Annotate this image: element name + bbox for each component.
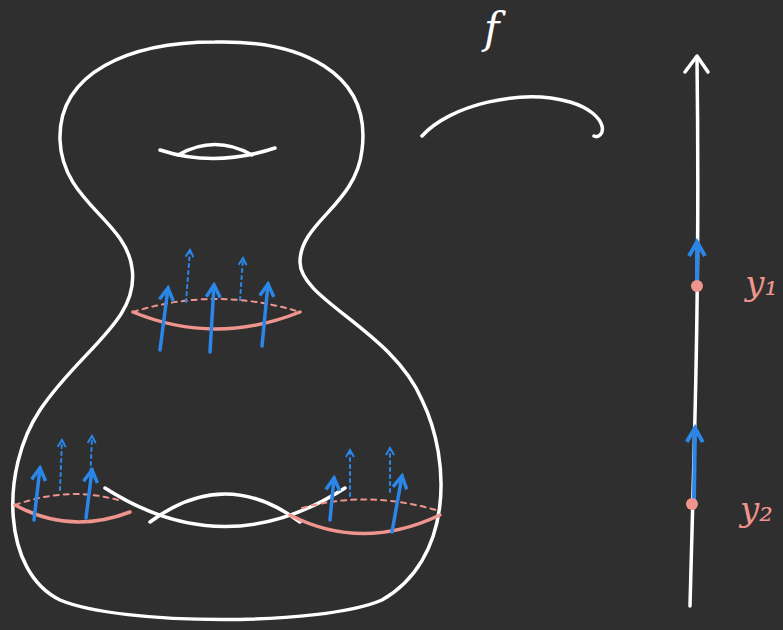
gradient-arrow — [695, 242, 699, 282]
gradient-arrow-back — [186, 250, 190, 302]
level-circle — [15, 505, 130, 522]
real-axis — [690, 58, 698, 606]
gradient-arrow-back — [90, 436, 92, 486]
critical-value-dot — [691, 280, 703, 292]
map-arrow — [422, 97, 602, 136]
level-circle — [133, 312, 300, 329]
gradient-arrow-back — [60, 440, 62, 490]
gradient-arrow — [392, 476, 402, 532]
level-circle-back — [15, 494, 118, 505]
gradient-arrow — [210, 285, 214, 352]
lower-hole — [150, 494, 300, 522]
level-sets — [15, 299, 440, 534]
level-circle-back — [302, 499, 436, 510]
surface-outline — [13, 42, 441, 620]
critical-value-dot — [686, 498, 698, 510]
critical-value-label: y₂ — [740, 492, 773, 526]
gradient-arrow-back — [389, 448, 391, 492]
hidden-gradient-arrows — [60, 250, 390, 496]
gradient-arrows — [34, 284, 402, 532]
gradient-arrow-back — [240, 258, 243, 300]
axis-arrowhead — [685, 56, 708, 72]
level-circle — [290, 515, 440, 534]
gradient-arrow — [34, 468, 40, 520]
upper-hole — [160, 148, 275, 159]
gradient-arrow — [262, 284, 268, 346]
lower-hole — [105, 488, 345, 527]
level-circle-back — [133, 299, 300, 312]
gradient-arrow — [160, 288, 168, 350]
map-name: f — [484, 8, 500, 50]
genus-two-surface — [13, 42, 441, 620]
critical-value-label: y₁ — [745, 266, 778, 300]
real-line — [685, 56, 708, 606]
upper-hole — [178, 145, 252, 156]
gradient-arrow — [330, 478, 334, 520]
gradient-arrow-back — [349, 450, 351, 496]
gradient-arrow — [694, 428, 695, 500]
